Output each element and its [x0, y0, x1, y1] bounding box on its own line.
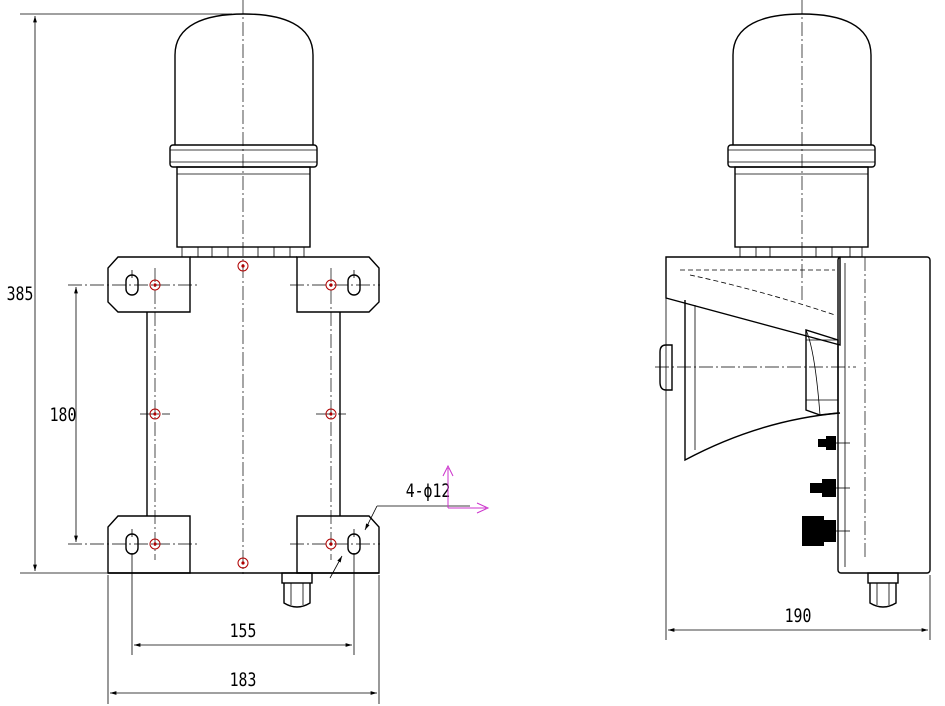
dim-183-label: 183: [230, 669, 257, 691]
side-view: 190: [655, 0, 931, 640]
horn-cap: [659, 344, 673, 391]
top-left-ear: [107, 256, 191, 313]
connector-medium: [810, 479, 850, 497]
dim-180-label: 180: [50, 404, 77, 426]
beacon-ring: [727, 144, 876, 168]
beacon-body: [176, 166, 311, 248]
bottom-left-ear: [107, 515, 191, 574]
dim-385-label: 385: [7, 283, 34, 305]
hole-callout-label: 4-ϕ12: [406, 480, 451, 502]
top-right-ear: [296, 256, 380, 313]
dim-155-label: 155: [230, 620, 257, 642]
front-view: 385 180 155 183 4-ϕ12: [7, 0, 490, 704]
cable-gland: [281, 572, 313, 608]
ucs-axis-icon: [442, 464, 490, 514]
bottom-right-ear: [296, 515, 380, 574]
beacon-ring: [169, 144, 318, 168]
connector-large: [802, 516, 850, 546]
beacon-body: [734, 166, 869, 248]
keyhole-slot: [125, 274, 139, 296]
keyhole-slot: [125, 533, 139, 555]
cable-gland: [867, 572, 899, 608]
dim-190-label: 190: [785, 605, 812, 627]
keyhole-slot: [347, 274, 361, 296]
beacon-dome: [174, 13, 314, 145]
enclosure-box: [837, 256, 931, 574]
keyhole-slot: [347, 533, 361, 555]
hole-markers: [149, 260, 337, 569]
connector-small: [818, 436, 850, 450]
